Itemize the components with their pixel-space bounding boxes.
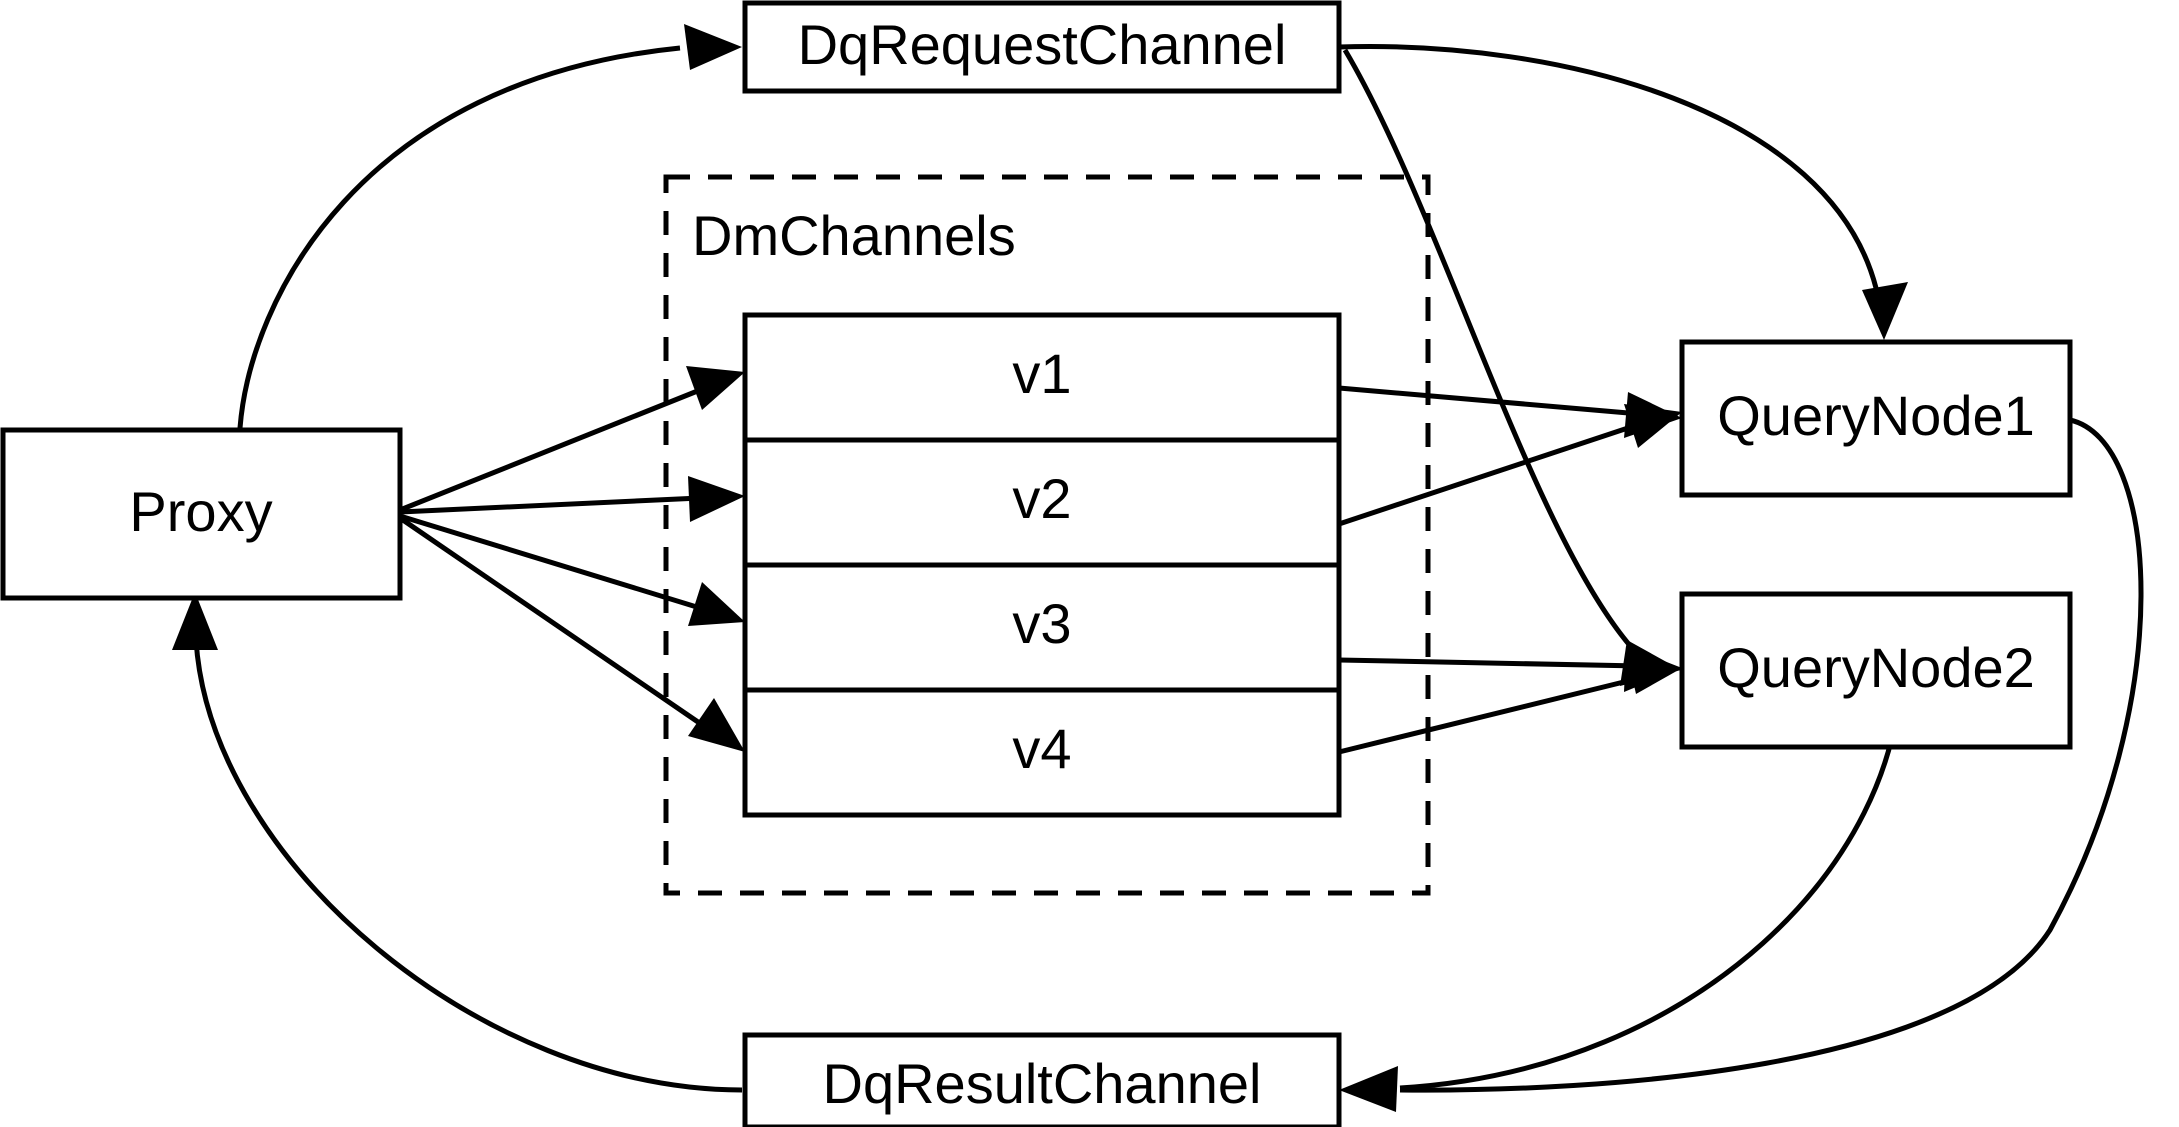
node-query-node-1-label: QueryNode1 — [1717, 384, 2035, 447]
channel-row-label-v4: v4 — [1012, 717, 1071, 780]
edge-proxy-to-dq-request-channel — [237, 24, 742, 429]
edge-path — [1338, 421, 1641, 527]
edge-proxy-to-v1 — [399, 366, 745, 513]
node-dq-result-channel[interactable]: DqResultChannel — [742, 1032, 1342, 1127]
arrow-head-icon — [1624, 404, 1682, 448]
edge-path — [399, 513, 701, 611]
edge-query-node-1-to-dq-result-channel — [1399, 417, 2144, 1093]
edge-dq-request-channel-to-query-node-2 — [1342, 48, 1681, 686]
edge-path — [399, 495, 701, 515]
table-row[interactable]: v2 — [1012, 467, 1071, 530]
node-dq-request-channel-box — [742, 0, 1342, 94]
arrow-head-icon — [688, 582, 745, 626]
edge-path — [398, 515, 700, 725]
node-query-node-1-box — [1679, 339, 2073, 498]
edge-proxy-to-v2 — [399, 476, 745, 522]
node-dq-request-channel-label: DqRequestChannel — [798, 13, 1287, 76]
edge-dq-request-channel-to-query-node-1 — [1338, 44, 1908, 340]
arrow-head-icon — [686, 366, 745, 410]
node-query-node-1[interactable]: QueryNode1 — [1679, 339, 2073, 498]
channel-row-label-v2: v2 — [1012, 467, 1071, 530]
arrow-head-icon — [1862, 282, 1908, 340]
arrow-head-icon — [688, 476, 745, 522]
edge-path — [1399, 417, 2144, 1093]
edge-path — [1338, 385, 1641, 417]
edge-path — [237, 45, 681, 429]
arrow-head-icon — [688, 698, 745, 752]
arrow-head-icon — [172, 592, 218, 650]
node-query-node-2[interactable]: QueryNode2 — [1679, 591, 2073, 750]
node-dq-request-channel[interactable]: DqRequestChannel — [742, 0, 1342, 94]
dm-channels-group-border — [663, 174, 1431, 896]
channel-row-label-v3: v3 — [1012, 592, 1071, 655]
edge-proxy-to-v3 — [399, 513, 745, 626]
dm-channels-table: v1 v2 v3 v4 — [742, 312, 1342, 818]
node-dq-result-channel-box — [742, 1032, 1342, 1127]
dm-channels-group-label: DmChannels — [692, 204, 1016, 267]
table-row[interactable]: v3 — [1012, 592, 1071, 655]
edge-path — [1338, 44, 1879, 289]
edge-path — [193, 639, 743, 1093]
table-row[interactable]: v1 — [1012, 342, 1071, 405]
edge-path — [1338, 657, 1641, 669]
dm-channels-group: DmChannels — [663, 174, 1431, 896]
channel-row-label-v1: v1 — [1012, 342, 1071, 405]
arrow-head-icon — [1339, 1066, 1398, 1112]
edge-path — [1338, 675, 1641, 755]
edge-v2-to-query-node-1 — [1338, 404, 1682, 527]
edge-path — [399, 387, 701, 513]
node-query-node-2-label: QueryNode2 — [1717, 636, 2035, 699]
node-proxy-box — [0, 427, 403, 601]
edge-path — [1399, 669, 1903, 1091]
table-row[interactable]: v4 — [1012, 717, 1071, 780]
edge-query-node-2-to-dq-result-channel — [1339, 669, 1903, 1112]
node-proxy[interactable]: Proxy — [0, 427, 403, 601]
edge-v4-to-query-node-2 — [1338, 650, 1682, 755]
edge-dq-result-channel-to-proxy — [172, 592, 743, 1093]
arrow-head-icon — [1626, 650, 1682, 694]
edge-path — [1342, 48, 1634, 650]
arrow-head-icon — [684, 24, 742, 70]
node-query-node-2-box — [1679, 591, 2073, 750]
node-proxy-label: Proxy — [129, 480, 272, 543]
edge-proxy-to-v4 — [398, 515, 745, 752]
node-dq-result-channel-label: DqResultChannel — [823, 1052, 1262, 1115]
